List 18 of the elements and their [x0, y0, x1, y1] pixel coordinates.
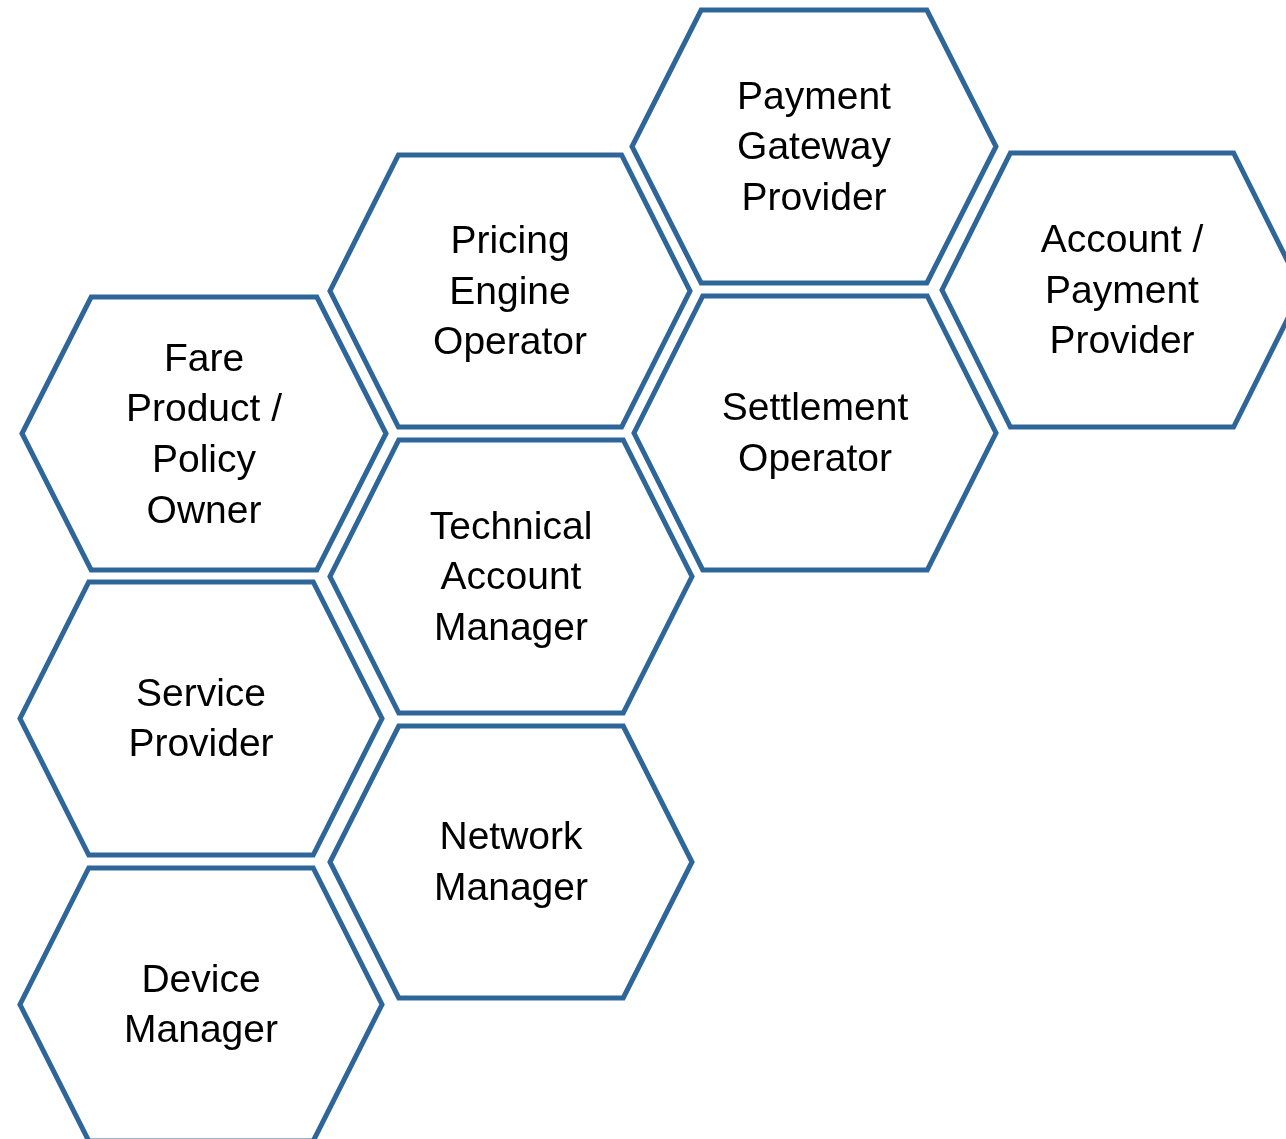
hexagon-node [634, 296, 996, 570]
hexagon-node [632, 10, 996, 283]
node-label: Settlement Operator [720, 384, 910, 481]
node-label: Fare Product / Policy Owner [124, 334, 284, 533]
hexagon-node [942, 153, 1286, 427]
node-label: Account / Payment Provider [1039, 215, 1205, 364]
node-label: Service Provider [127, 669, 275, 767]
hexagon-node [330, 726, 692, 998]
hexagon-node [20, 582, 382, 855]
node-label: Technical Account Manager [428, 502, 594, 650]
hexagon-node [20, 868, 382, 1139]
node-label: Network Manager [433, 813, 589, 910]
hexagon-node [330, 155, 690, 427]
hexagon-node [330, 440, 692, 713]
node-label: Payment Gateway Provider [736, 72, 892, 220]
node-label: Device Manager [123, 955, 279, 1053]
hexagon-node [22, 297, 386, 570]
node-label: Pricing Engine Operator [432, 216, 588, 365]
